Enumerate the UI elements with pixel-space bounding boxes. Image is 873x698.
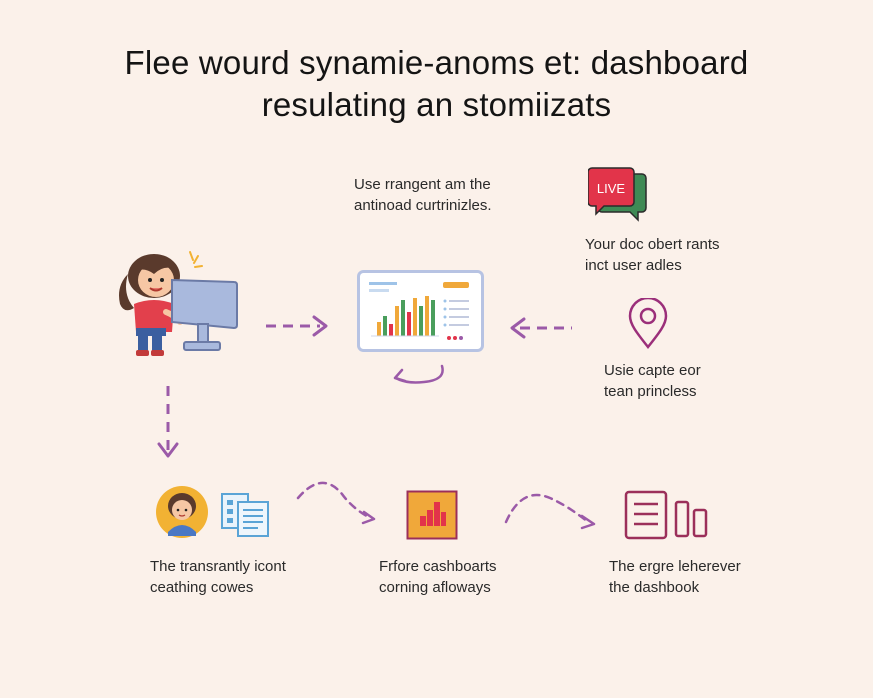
bottom-right-caption: The ergre leherever the dashbook	[609, 556, 741, 598]
bottom-center-caption: Frfore cashboarts corning afloways	[379, 556, 497, 598]
bar-chart-icon	[406, 490, 458, 540]
location-pin-icon	[626, 298, 670, 350]
top-caption-line2: antinoad curtrinizles.	[354, 197, 492, 214]
arrow-down	[154, 384, 182, 464]
bottom-left-caption: The transrantly icont ceathing cowes	[150, 556, 286, 598]
avatar-icon	[154, 484, 210, 540]
refresh-arrow-icon	[388, 360, 452, 388]
dashboard-chart-icon	[357, 270, 484, 352]
bottom-left-caption-line1: The transrantly icont	[150, 558, 286, 575]
documents-icon	[218, 490, 272, 540]
live-chat-icon: LIVE	[588, 166, 648, 222]
bottom-center-caption-line2: corning afloways	[379, 579, 491, 596]
bottom-center-caption-line1: Frfore cashboarts	[379, 558, 497, 575]
location-caption-line1: Usie capte eor	[604, 362, 701, 379]
live-caption-line1: Your doc obert rants	[585, 236, 720, 253]
top-caption-line1: Use rrangent am the	[354, 176, 491, 193]
curved-arrow-2	[500, 482, 600, 532]
live-caption: Your doc obert rants inct user adles	[585, 234, 720, 276]
page-title-line1: Flee wourd synamie-anoms et: dashboard	[124, 44, 749, 81]
arrow-right-to-dashboard	[264, 312, 332, 340]
location-caption-line2: tean princless	[604, 383, 697, 400]
bottom-right-caption-line1: The ergre leherever	[609, 558, 741, 575]
live-caption-line2: inct user adles	[585, 257, 682, 274]
bottom-right-caption-line2: the dashbook	[609, 579, 700, 596]
top-caption: Use rrangent am the antinoad curtrinizle…	[354, 174, 492, 216]
person-computer-icon	[110, 248, 245, 360]
curved-arrow-1	[292, 472, 382, 532]
bottom-left-caption-line2: ceathing cowes	[150, 579, 254, 596]
page-title-line2: resulating an stomiizats	[261, 86, 612, 123]
list-document-icon	[624, 490, 716, 540]
location-caption: Usie capte eor tean princless	[604, 360, 701, 402]
live-badge-text: LIVE	[597, 181, 626, 196]
arrow-left-to-dashboard	[506, 314, 574, 342]
